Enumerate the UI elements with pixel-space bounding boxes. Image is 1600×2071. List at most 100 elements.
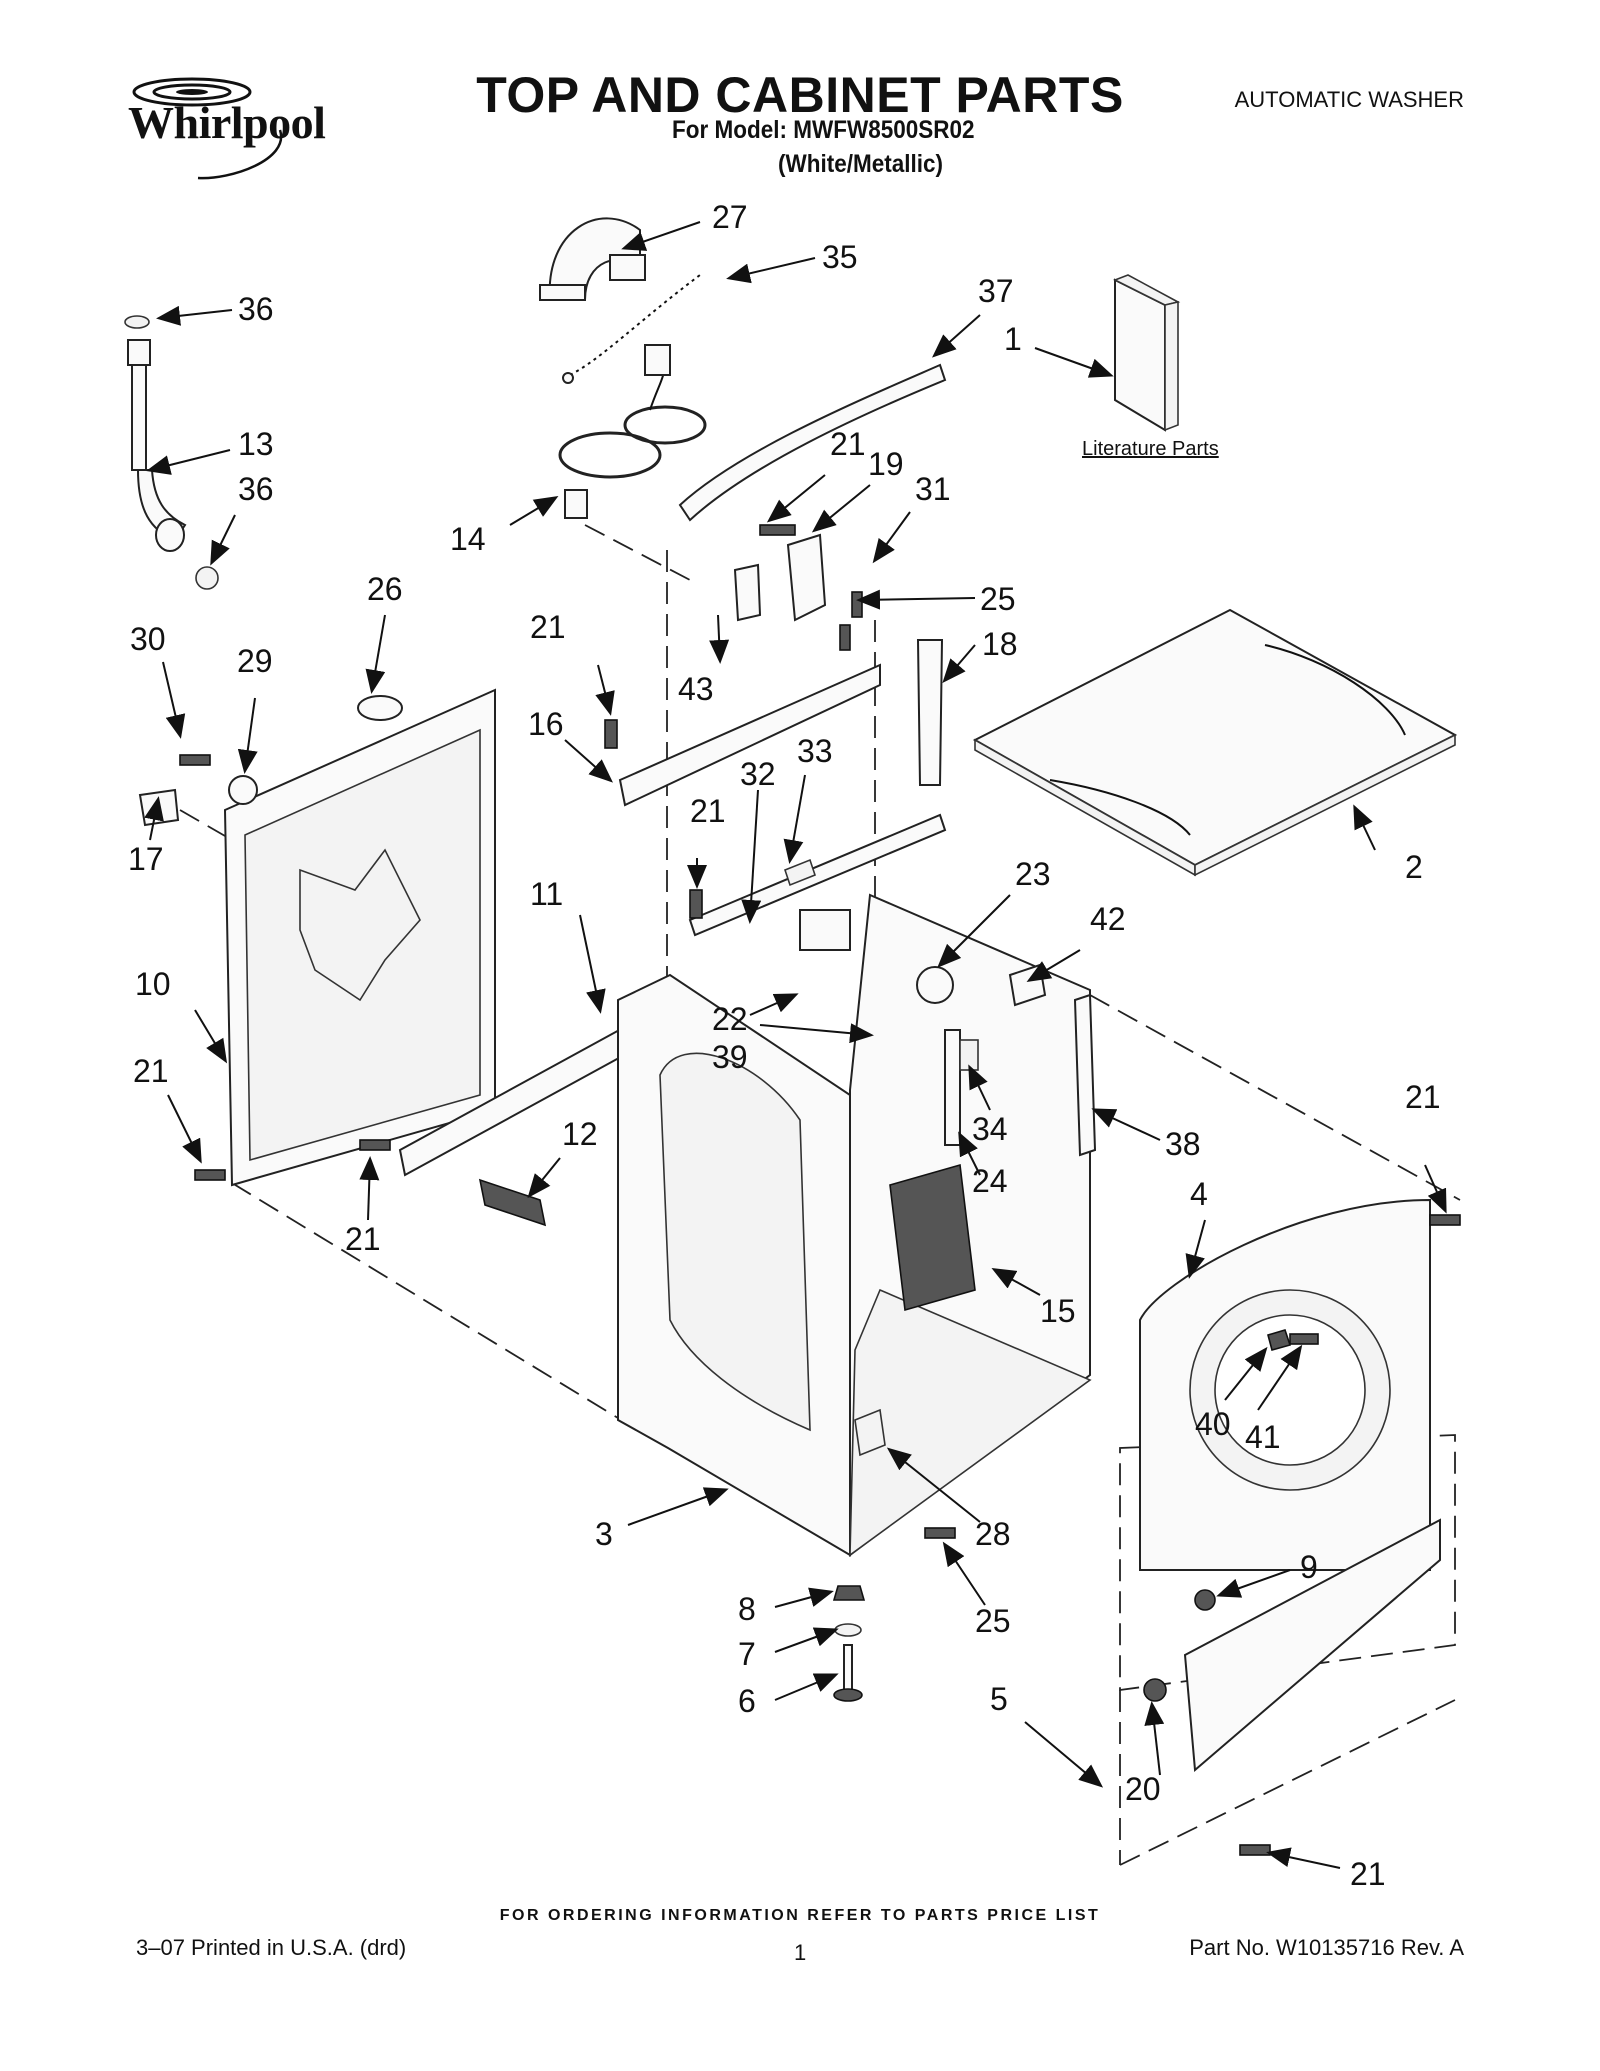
callout-11: 11 [530, 876, 563, 912]
callout-8: 8 [738, 1591, 756, 1627]
callout-21-c: 21 [690, 793, 726, 829]
callout-26: 26 [367, 571, 403, 607]
part-29-grommet [228, 775, 258, 805]
callout-21-b: 21 [530, 609, 566, 645]
callout-12: 12 [562, 1116, 598, 1152]
callout-21-d: 21 [133, 1053, 169, 1089]
part-26-grommet [357, 695, 403, 721]
callout-10: 10 [135, 966, 171, 1002]
part-7-washer [834, 1623, 862, 1637]
part-8-nut [832, 1585, 866, 1601]
callout-25-b: 25 [975, 1603, 1011, 1639]
part-28-clip [854, 1408, 886, 1457]
callout-21-a: 21 [830, 426, 866, 462]
part-43-clip [733, 563, 762, 622]
part-17-clip [138, 788, 180, 827]
part-19-bracket [786, 533, 827, 622]
callout-32: 32 [740, 756, 776, 792]
part-5-toe-panel [1183, 1518, 1441, 1773]
part-20-bumper [1143, 1678, 1167, 1702]
callout-14: 14 [450, 521, 486, 557]
callout-31: 31 [915, 471, 951, 507]
part-16-top-bracket [618, 663, 881, 807]
callout-29: 29 [237, 643, 273, 679]
callout-30: 30 [130, 621, 166, 657]
brand-logo-text: Whirlpool [128, 97, 326, 148]
callout-35: 35 [822, 239, 858, 275]
screws [179, 524, 1461, 1856]
callout-38: 38 [1165, 1126, 1201, 1162]
ordering-note: FOR ORDERING INFORMATION REFER TO PARTS … [499, 1907, 1101, 1924]
product-type: AUTOMATIC WASHER [1234, 87, 1464, 112]
literature-parts-label: Literature Parts [1082, 438, 1219, 460]
callout-33: 33 [797, 733, 833, 769]
part-12-damper [478, 1178, 547, 1227]
callout-4: 4 [1190, 1176, 1208, 1212]
callout-2: 2 [1405, 849, 1423, 885]
callout-23: 23 [1015, 856, 1051, 892]
callout-36-bottom: 36 [238, 471, 274, 507]
callout-15: 15 [1040, 1293, 1076, 1329]
callout-39: 39 [712, 1039, 748, 1075]
part-3-side-panel [617, 973, 851, 1557]
page-number: 1 [794, 1940, 807, 1965]
callout-36-top: 36 [238, 291, 274, 327]
model-line: For Model: MWFW8500SR02 [672, 116, 975, 144]
print-info: 3–07 Printed in U.S.A. (drd) [136, 1935, 407, 1960]
part-34-filter [959, 1039, 979, 1071]
callout-13: 13 [238, 426, 274, 462]
callout-16: 16 [528, 706, 564, 742]
callout-40: 40 [1195, 1406, 1231, 1442]
part-4-front-panel [1139, 1198, 1431, 1571]
part-36-washer-top [124, 315, 150, 329]
part-41-screw [1289, 1333, 1319, 1345]
part-27-hose-guide [539, 217, 646, 301]
color-line: (White/Metallic) [778, 150, 944, 178]
part-35-tie-ring [562, 372, 574, 384]
callout-leaders [144, 221, 1447, 1869]
callout-25-a: 25 [980, 581, 1016, 617]
callout-37: 37 [978, 273, 1014, 309]
callout-43: 43 [678, 671, 714, 707]
callout-labels: 27 35 37 1 36 13 36 21 19 31 14 25 26 21… [128, 199, 1441, 1892]
part-18-drain-hose [916, 639, 944, 786]
callout-21-f: 21 [345, 1221, 381, 1257]
callout-18: 18 [982, 626, 1018, 662]
part-38-harness-clip [1073, 993, 1097, 1157]
callout-41: 41 [1245, 1419, 1281, 1455]
callout-1: 1 [1004, 321, 1022, 357]
part-6-leveling-leg [843, 1644, 853, 1691]
page-title: TOP AND CABINET PARTS [476, 67, 1124, 123]
cabinet-frame [849, 893, 1097, 1557]
part-2-top-cover [972, 608, 1458, 877]
callout-24: 24 [972, 1163, 1008, 1199]
callout-20: 20 [1125, 1771, 1161, 1807]
leveling-foot-assembly [832, 1585, 866, 1702]
part-36-washer-bottom [195, 566, 219, 590]
part-15-control-board [889, 1163, 976, 1312]
callout-17: 17 [128, 841, 164, 877]
callout-27: 27 [712, 199, 748, 235]
callout-7: 7 [738, 1636, 756, 1672]
part-14-power-cord [558, 344, 707, 519]
callout-21-g: 21 [1350, 1856, 1386, 1892]
callout-21-e: 21 [1405, 1079, 1441, 1115]
callout-9: 9 [1300, 1549, 1318, 1585]
part-22-motor [799, 909, 851, 951]
part-13-inlet-hose [127, 339, 187, 552]
part-35-tie-strap [569, 274, 701, 376]
part-1-literature [1113, 274, 1181, 432]
callout-5: 5 [990, 1681, 1008, 1717]
part-10-rear-panel [223, 688, 496, 1187]
callout-28: 28 [975, 1516, 1011, 1552]
part-37-wire-harness [678, 363, 947, 522]
part-number: Part No. W10135716 Rev. A [1189, 1935, 1464, 1960]
callout-34: 34 [972, 1111, 1008, 1147]
callout-6: 6 [738, 1683, 756, 1719]
callout-19: 19 [868, 446, 904, 482]
part-23-pressure-switch [916, 966, 954, 1004]
callout-22: 22 [712, 1001, 748, 1037]
callout-42: 42 [1090, 901, 1126, 937]
whirlpool-swirl-icon [132, 77, 283, 180]
